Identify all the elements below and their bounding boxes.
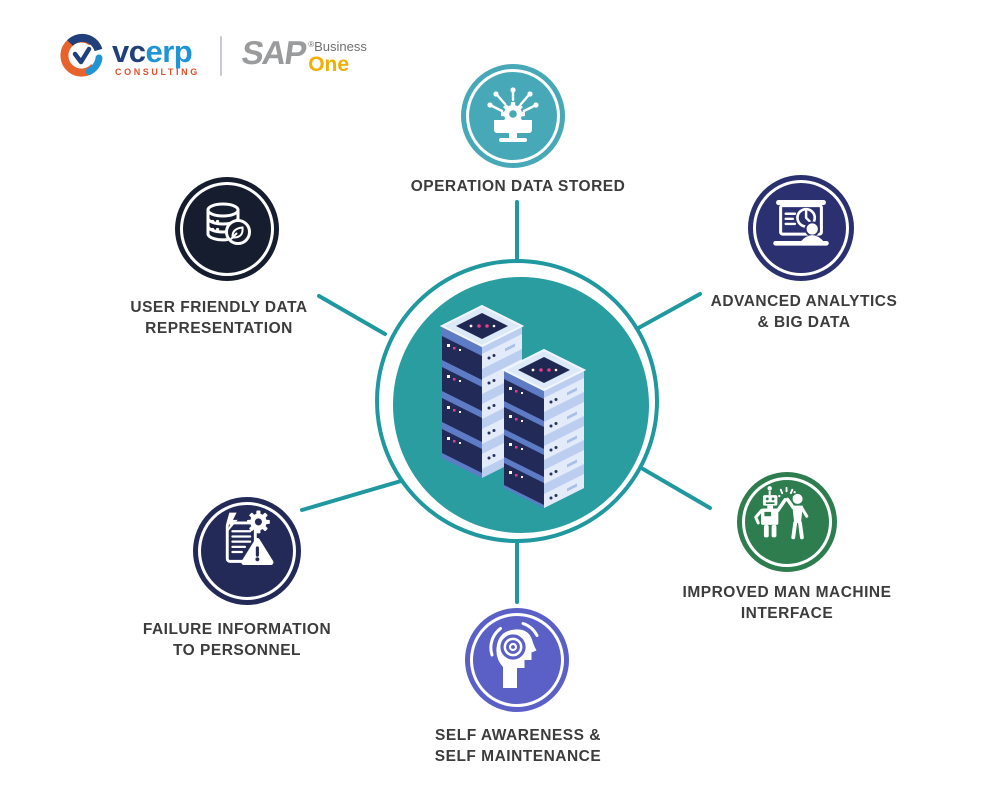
monitor-gear-icon (487, 87, 539, 142)
label-man-machine: IMPROVED MAN MACHINE INTERFACE (682, 584, 892, 622)
server-racks-icon (439, 304, 587, 508)
sap-product: ®Business One (308, 40, 367, 75)
node-user-friendly-disc (175, 177, 279, 281)
central-hub (393, 277, 649, 533)
header-logos: vcerp CONSULTING SAP ®Business One (58, 32, 367, 80)
label-user-friendly: USER FRIENDLY DATA REPRESENTATION (130, 299, 308, 337)
spoke-bottom-right (641, 467, 712, 510)
sap-logo: SAP ®Business One (239, 34, 367, 75)
vcerp-word-vc: vc (112, 33, 146, 69)
node-analytics-disc (748, 175, 854, 281)
central-hub-ring (375, 259, 659, 543)
database-leaf-icon (206, 202, 251, 245)
self-awareness-head-icon (489, 622, 539, 688)
sap-registered-mark: ® (308, 40, 315, 49)
vcerp-word-erp: erp (145, 33, 193, 69)
label-analytics: ADVANCED ANALYTICS & BIG DATA (710, 293, 898, 331)
label-operation: OPERATION DATA STORED (410, 178, 626, 195)
robot-human-icon (754, 486, 809, 540)
analytics-presentation-icon (773, 199, 829, 246)
failure-report-icon (225, 510, 274, 566)
spoke-top-left (317, 294, 387, 336)
sap-business-label: Business (314, 39, 367, 54)
vcerp-logo: vcerp CONSULTING (58, 32, 200, 80)
label-failure: FAILURE INFORMATION TO PERSONNEL (142, 621, 332, 659)
spoke-top-right (631, 292, 702, 333)
sap-one-label: One (308, 53, 350, 76)
label-self-awareness: SELF AWARENESS & SELF MAINTENANCE (434, 727, 602, 765)
vcerp-wordmark: vcerp CONSULTING (112, 36, 200, 77)
node-self-awareness-disc (465, 608, 569, 712)
logo-divider (219, 36, 222, 76)
vcerp-tagline: CONSULTING (115, 66, 200, 77)
node-failure-disc (193, 497, 301, 605)
node-man-machine-disc (737, 472, 837, 572)
spoke-bottom-left (300, 479, 403, 512)
vcerp-globe-icon (60, 33, 103, 77)
node-operation-disc (461, 64, 565, 168)
